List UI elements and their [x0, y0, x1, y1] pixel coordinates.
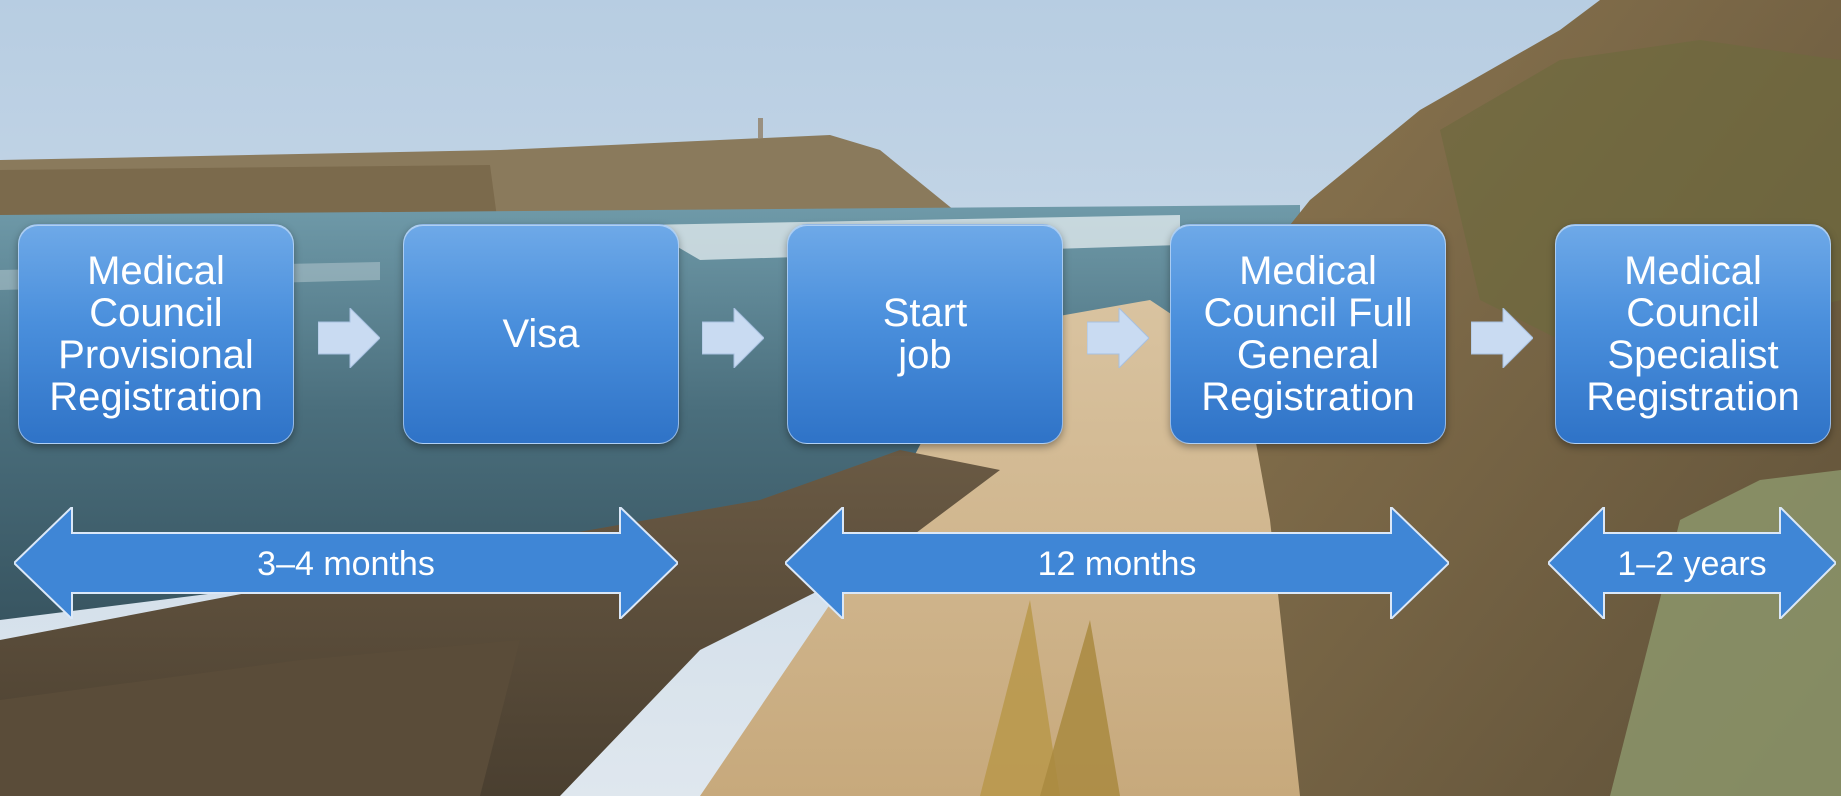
step-box-provisional-registration: Medical Council Provisional Registration: [18, 224, 294, 444]
step-box-visa: Visa: [403, 224, 679, 444]
duration-double-arrow: [14, 507, 678, 619]
step-box-start-job: Start job: [787, 224, 1063, 444]
right-arrow-icon: [318, 308, 380, 368]
step-box-specialist-registration: Medical Council Specialist Registration: [1555, 224, 1831, 444]
right-arrow-icon: [1087, 308, 1149, 368]
right-arrow-icon: [702, 308, 764, 368]
duration-label: 1–2 years: [1617, 545, 1767, 583]
step-label: Medical Council Full General Registratio…: [1201, 249, 1415, 419]
duration-double-arrow: [785, 507, 1449, 619]
duration-label: 3–4 months: [257, 545, 435, 583]
step-label: Start job: [882, 291, 968, 377]
step-box-full-general-registration: Medical Council Full General Registratio…: [1170, 224, 1446, 444]
duration-double-arrow: [1548, 507, 1836, 619]
step-label: Medical Council Specialist Registration: [1586, 249, 1800, 419]
right-arrow-icon: [1471, 308, 1533, 368]
step-label: Medical Council Provisional Registration: [49, 249, 263, 419]
step-label: Visa: [502, 312, 580, 356]
duration-label: 12 months: [1037, 545, 1197, 583]
